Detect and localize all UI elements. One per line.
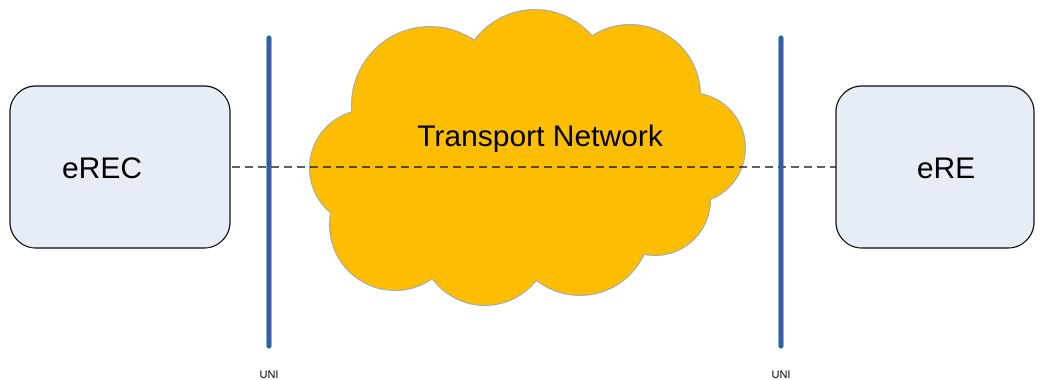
erec-box	[9, 85, 231, 249]
right-uni-interface: UNI	[772, 35, 791, 380]
cloud-shape	[310, 10, 745, 305]
right-uni-label: UNI	[772, 369, 791, 380]
erec-node: eREC	[9, 85, 231, 249]
erec-label: eREC	[62, 152, 142, 185]
transport-network-cloud: Transport Network	[309, 9, 746, 306]
cloud-label: Transport Network	[417, 120, 664, 153]
ere-node: eRE	[835, 85, 1035, 249]
ere-box	[835, 85, 1035, 249]
left-uni-label: UNI	[260, 369, 279, 380]
left-uni-interface: UNI	[260, 35, 279, 380]
cloud-core	[360, 90, 680, 250]
ere-label: eRE	[917, 152, 975, 185]
